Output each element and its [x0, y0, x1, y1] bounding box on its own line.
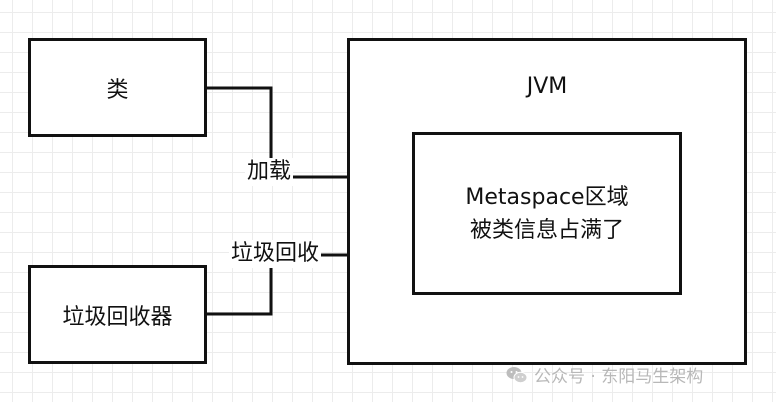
garbage-collector-label: 垃圾回收器: [62, 304, 173, 330]
metaspace-box: Metaspace区域 被类信息占满了: [412, 132, 682, 295]
class-box-label: 类: [106, 77, 129, 103]
metaspace-line-1: Metaspace区域: [465, 184, 629, 210]
class-box: 类: [28, 38, 207, 137]
garbage-collector-box: 垃圾回收器: [28, 265, 207, 364]
watermark-text: 公众号 · 东阳马生架构: [534, 367, 704, 387]
gc-edge-label: 垃圾回收: [229, 240, 322, 268]
load-connector: [207, 86, 413, 183]
gc-connector: [207, 249, 413, 316]
wechat-icon: [506, 366, 528, 383]
jvm-title: JVM: [526, 74, 568, 99]
watermark: 公众号 · 东阳马生架构: [506, 362, 703, 387]
load-edge-label: 加载: [245, 158, 294, 186]
metaspace-line-2: 被类信息占满了: [469, 217, 624, 243]
